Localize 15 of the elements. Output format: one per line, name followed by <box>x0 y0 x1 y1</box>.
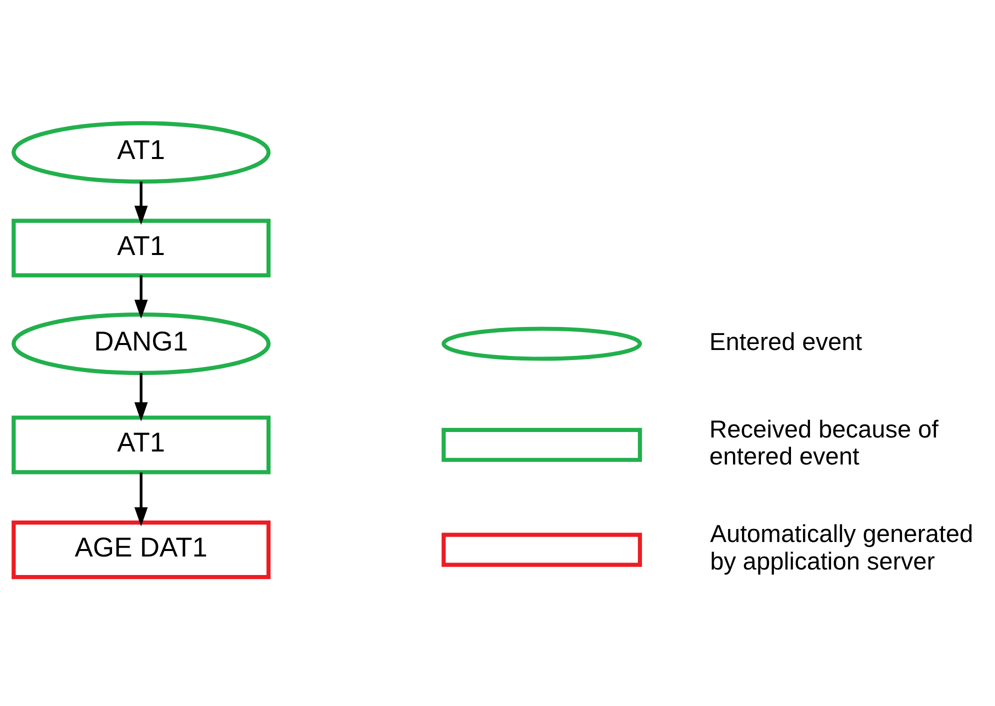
legend-label: Automatically generated by application server <box>710 521 974 576</box>
arrow <box>134 373 148 422</box>
legend-label: Received because of entered event <box>709 416 938 471</box>
legend-label: Entered event <box>709 328 862 356</box>
node-ellipse: DANG1 <box>12 312 271 375</box>
arrow <box>134 275 148 319</box>
node-box <box>442 428 642 462</box>
node-box: AGE DAT1 <box>12 520 271 580</box>
node-ellipse <box>442 326 642 361</box>
node-box: AT1 <box>12 218 271 278</box>
arrow <box>134 182 148 225</box>
node-ellipse: AT1 <box>12 121 271 184</box>
node-box: AT1 <box>12 416 271 474</box>
arrow <box>134 472 148 526</box>
node-box <box>442 532 642 567</box>
